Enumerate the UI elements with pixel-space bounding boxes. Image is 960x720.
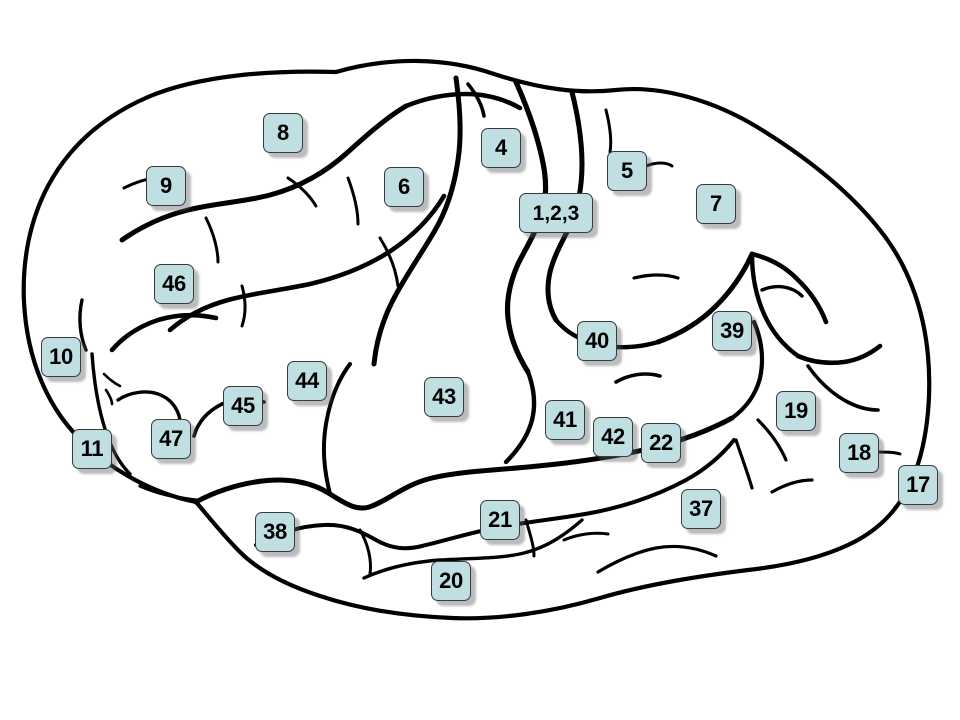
brodmann-area-label-11[interactable]: 11 bbox=[72, 429, 112, 469]
brodmann-area-label-41[interactable]: 41 bbox=[545, 400, 585, 440]
inferior-frontal-sulcus bbox=[119, 103, 409, 243]
inferior-frontal-sulcus-ascending bbox=[321, 362, 352, 496]
brodmann-area-label-19[interactable]: 19 bbox=[776, 391, 816, 431]
brodmann-area-label-37[interactable]: 37 bbox=[681, 489, 721, 529]
brodmann-area-label-44[interactable]: 44 bbox=[287, 361, 327, 401]
brodmann-area-label-45[interactable]: 45 bbox=[223, 386, 263, 426]
temporal-sulcus-fragment-a bbox=[524, 518, 536, 558]
occipital-sulcus-c bbox=[874, 450, 902, 456]
parietal-short-sulcus-3 bbox=[644, 161, 674, 168]
brodmann-area-label-42[interactable]: 42 bbox=[593, 417, 633, 457]
brodmann-area-label-1-2-3[interactable]: 1,2,3 bbox=[519, 193, 593, 233]
parietal-short-sulcus bbox=[632, 273, 680, 280]
frontal-sulcus-short-b bbox=[204, 216, 220, 264]
frontal-pole-notch bbox=[78, 298, 88, 352]
angular-gyrus-arc bbox=[760, 284, 804, 298]
brodmann-area-label-20[interactable]: 20 bbox=[431, 561, 471, 601]
brodmann-area-label-22[interactable]: 22 bbox=[641, 423, 681, 463]
brodmann-area-label-5[interactable]: 5 bbox=[607, 151, 647, 191]
frontal-minor-mark bbox=[102, 372, 122, 388]
brodmann-area-label-47[interactable]: 47 bbox=[151, 419, 191, 459]
frontal-sulcus-short-f bbox=[286, 176, 318, 208]
orbital-base-line bbox=[138, 484, 198, 502]
brodmann-area-label-21[interactable]: 21 bbox=[480, 500, 520, 540]
superior-temporal-sulcus bbox=[254, 438, 736, 551]
precentral-sulcus bbox=[371, 75, 463, 367]
intraparietal-sulcus bbox=[655, 251, 755, 345]
temporal-sulcus-fragment-b bbox=[562, 531, 610, 542]
parietal-short-sulcus-2 bbox=[604, 108, 613, 154]
parietal-branch bbox=[749, 251, 801, 359]
superior-frontal-sulcus bbox=[167, 193, 447, 333]
precentral-sulcus-branch bbox=[466, 82, 486, 118]
brodmann-area-label-4[interactable]: 4 bbox=[481, 128, 521, 168]
brodmann-area-label-18[interactable]: 18 bbox=[839, 433, 879, 473]
frontal-sulcus-short-d bbox=[346, 176, 360, 226]
brodmann-area-label-40[interactable]: 40 bbox=[577, 321, 617, 361]
inferior-temporal-sulcus bbox=[362, 518, 584, 580]
brodmann-area-label-6[interactable]: 6 bbox=[384, 167, 424, 207]
brodmann-area-label-10[interactable]: 10 bbox=[41, 337, 81, 377]
pars-orbitalis-arc bbox=[116, 390, 182, 422]
sylvian-fissure-posterior-ramus bbox=[729, 319, 765, 421]
central-sulcus-lower bbox=[503, 369, 537, 465]
intraparietal-sulcus-posterior bbox=[749, 251, 829, 325]
occipital-sulcus-b bbox=[770, 478, 814, 494]
inferior-temporal-sulcus-posterior bbox=[596, 544, 718, 574]
temporal-pole-sulcus bbox=[358, 528, 372, 576]
brodmann-area-label-39[interactable]: 39 bbox=[712, 311, 752, 351]
brodmann-area-label-46[interactable]: 46 bbox=[154, 264, 194, 304]
brodmann-area-label-7[interactable]: 7 bbox=[696, 184, 736, 224]
brodmann-area-label-17[interactable]: 17 bbox=[898, 465, 938, 505]
supramarginal-arc bbox=[614, 372, 662, 384]
cerebrum-outer-boundary bbox=[21, 58, 932, 621]
lateral-occipital-sulcus bbox=[806, 364, 880, 412]
frontal-sulcus-short-c bbox=[240, 284, 247, 328]
frontal-sulcus-short-e bbox=[378, 236, 400, 288]
brodmann-area-label-43[interactable]: 43 bbox=[424, 377, 464, 417]
preoccipital-notch bbox=[734, 438, 754, 490]
frontal-sulcus-superior-arm bbox=[403, 91, 523, 111]
occipital-boundary-sulcus bbox=[795, 343, 883, 366]
brodmann-area-label-8[interactable]: 8 bbox=[263, 113, 303, 153]
brodmann-area-label-38[interactable]: 38 bbox=[255, 512, 295, 552]
brodmann-area-label-9[interactable]: 9 bbox=[146, 166, 186, 206]
middle-frontal-sulcus bbox=[109, 312, 219, 353]
occipital-sulcus-a bbox=[756, 418, 788, 462]
frontal-minor-mark-2 bbox=[104, 388, 114, 406]
